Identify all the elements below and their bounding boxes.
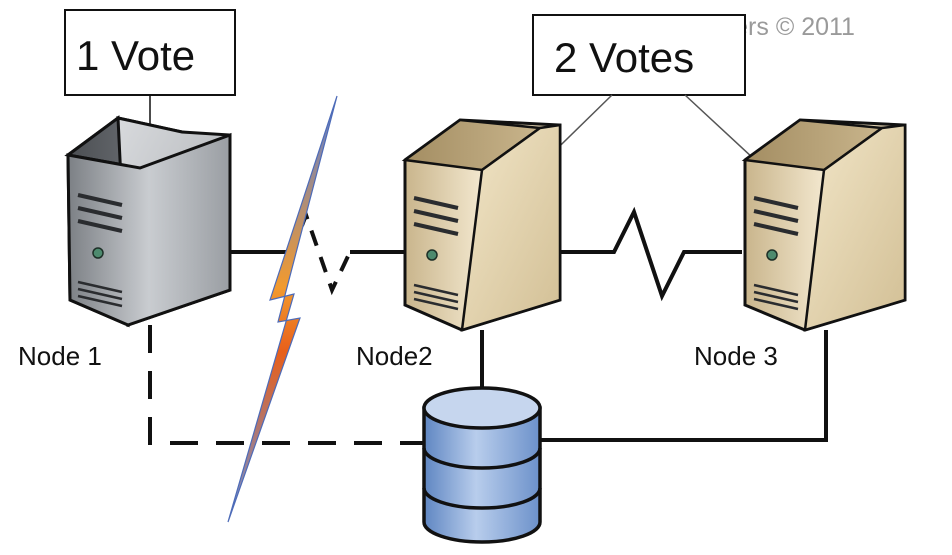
vent-line <box>77 294 123 308</box>
power-led-icon <box>766 249 778 261</box>
callout-two-votes-label: 2 Votes <box>554 34 694 81</box>
database-ring <box>422 447 542 470</box>
lightning-bolt-shape <box>227 95 338 523</box>
drive-bay-line <box>77 219 123 233</box>
vent-line <box>77 287 123 301</box>
server-side <box>460 123 562 332</box>
drive-bay-line <box>753 196 799 210</box>
drive-bay-line <box>77 206 123 220</box>
vent-line <box>413 283 459 297</box>
server-side <box>803 123 907 332</box>
server-main-face <box>66 132 232 327</box>
database-body <box>422 406 542 544</box>
vent-line <box>753 297 799 311</box>
node-2-label: Node2 <box>356 341 433 371</box>
callout-one-vote-label: 1 Vote <box>76 32 195 79</box>
callout-box <box>532 14 746 96</box>
network-links <box>148 206 828 445</box>
server-node-1 <box>64 115 232 328</box>
drive-bay-line <box>753 209 799 223</box>
server-node-2 <box>401 118 562 332</box>
server-node-3 <box>741 118 907 332</box>
lightning-bolt-icon <box>227 95 338 523</box>
drive-bay-line <box>77 193 123 207</box>
vent-line <box>413 290 459 304</box>
vent-line <box>413 297 459 311</box>
power-led-icon <box>426 249 438 261</box>
drive-bay-line <box>413 222 459 236</box>
node-3-label: Node 3 <box>694 341 778 371</box>
vent-line <box>753 290 799 304</box>
power-led-icon <box>92 247 104 259</box>
link-node3-storage <box>540 330 828 442</box>
vent-line <box>77 280 123 294</box>
callout-two-votes: 2 Votes <box>481 14 823 223</box>
node-1-label: Node 1 <box>18 341 102 371</box>
callout-box <box>64 9 236 96</box>
link-node2-node3-heartbeat <box>560 206 742 302</box>
database-ring <box>422 487 542 510</box>
database-icon <box>422 386 542 544</box>
vent-line <box>753 283 799 297</box>
drive-bay-line <box>413 209 459 223</box>
drive-bay-line <box>413 196 459 210</box>
database-top <box>422 386 542 430</box>
drive-bay-line <box>753 222 799 236</box>
link-node1-storage-dashed <box>148 325 425 445</box>
